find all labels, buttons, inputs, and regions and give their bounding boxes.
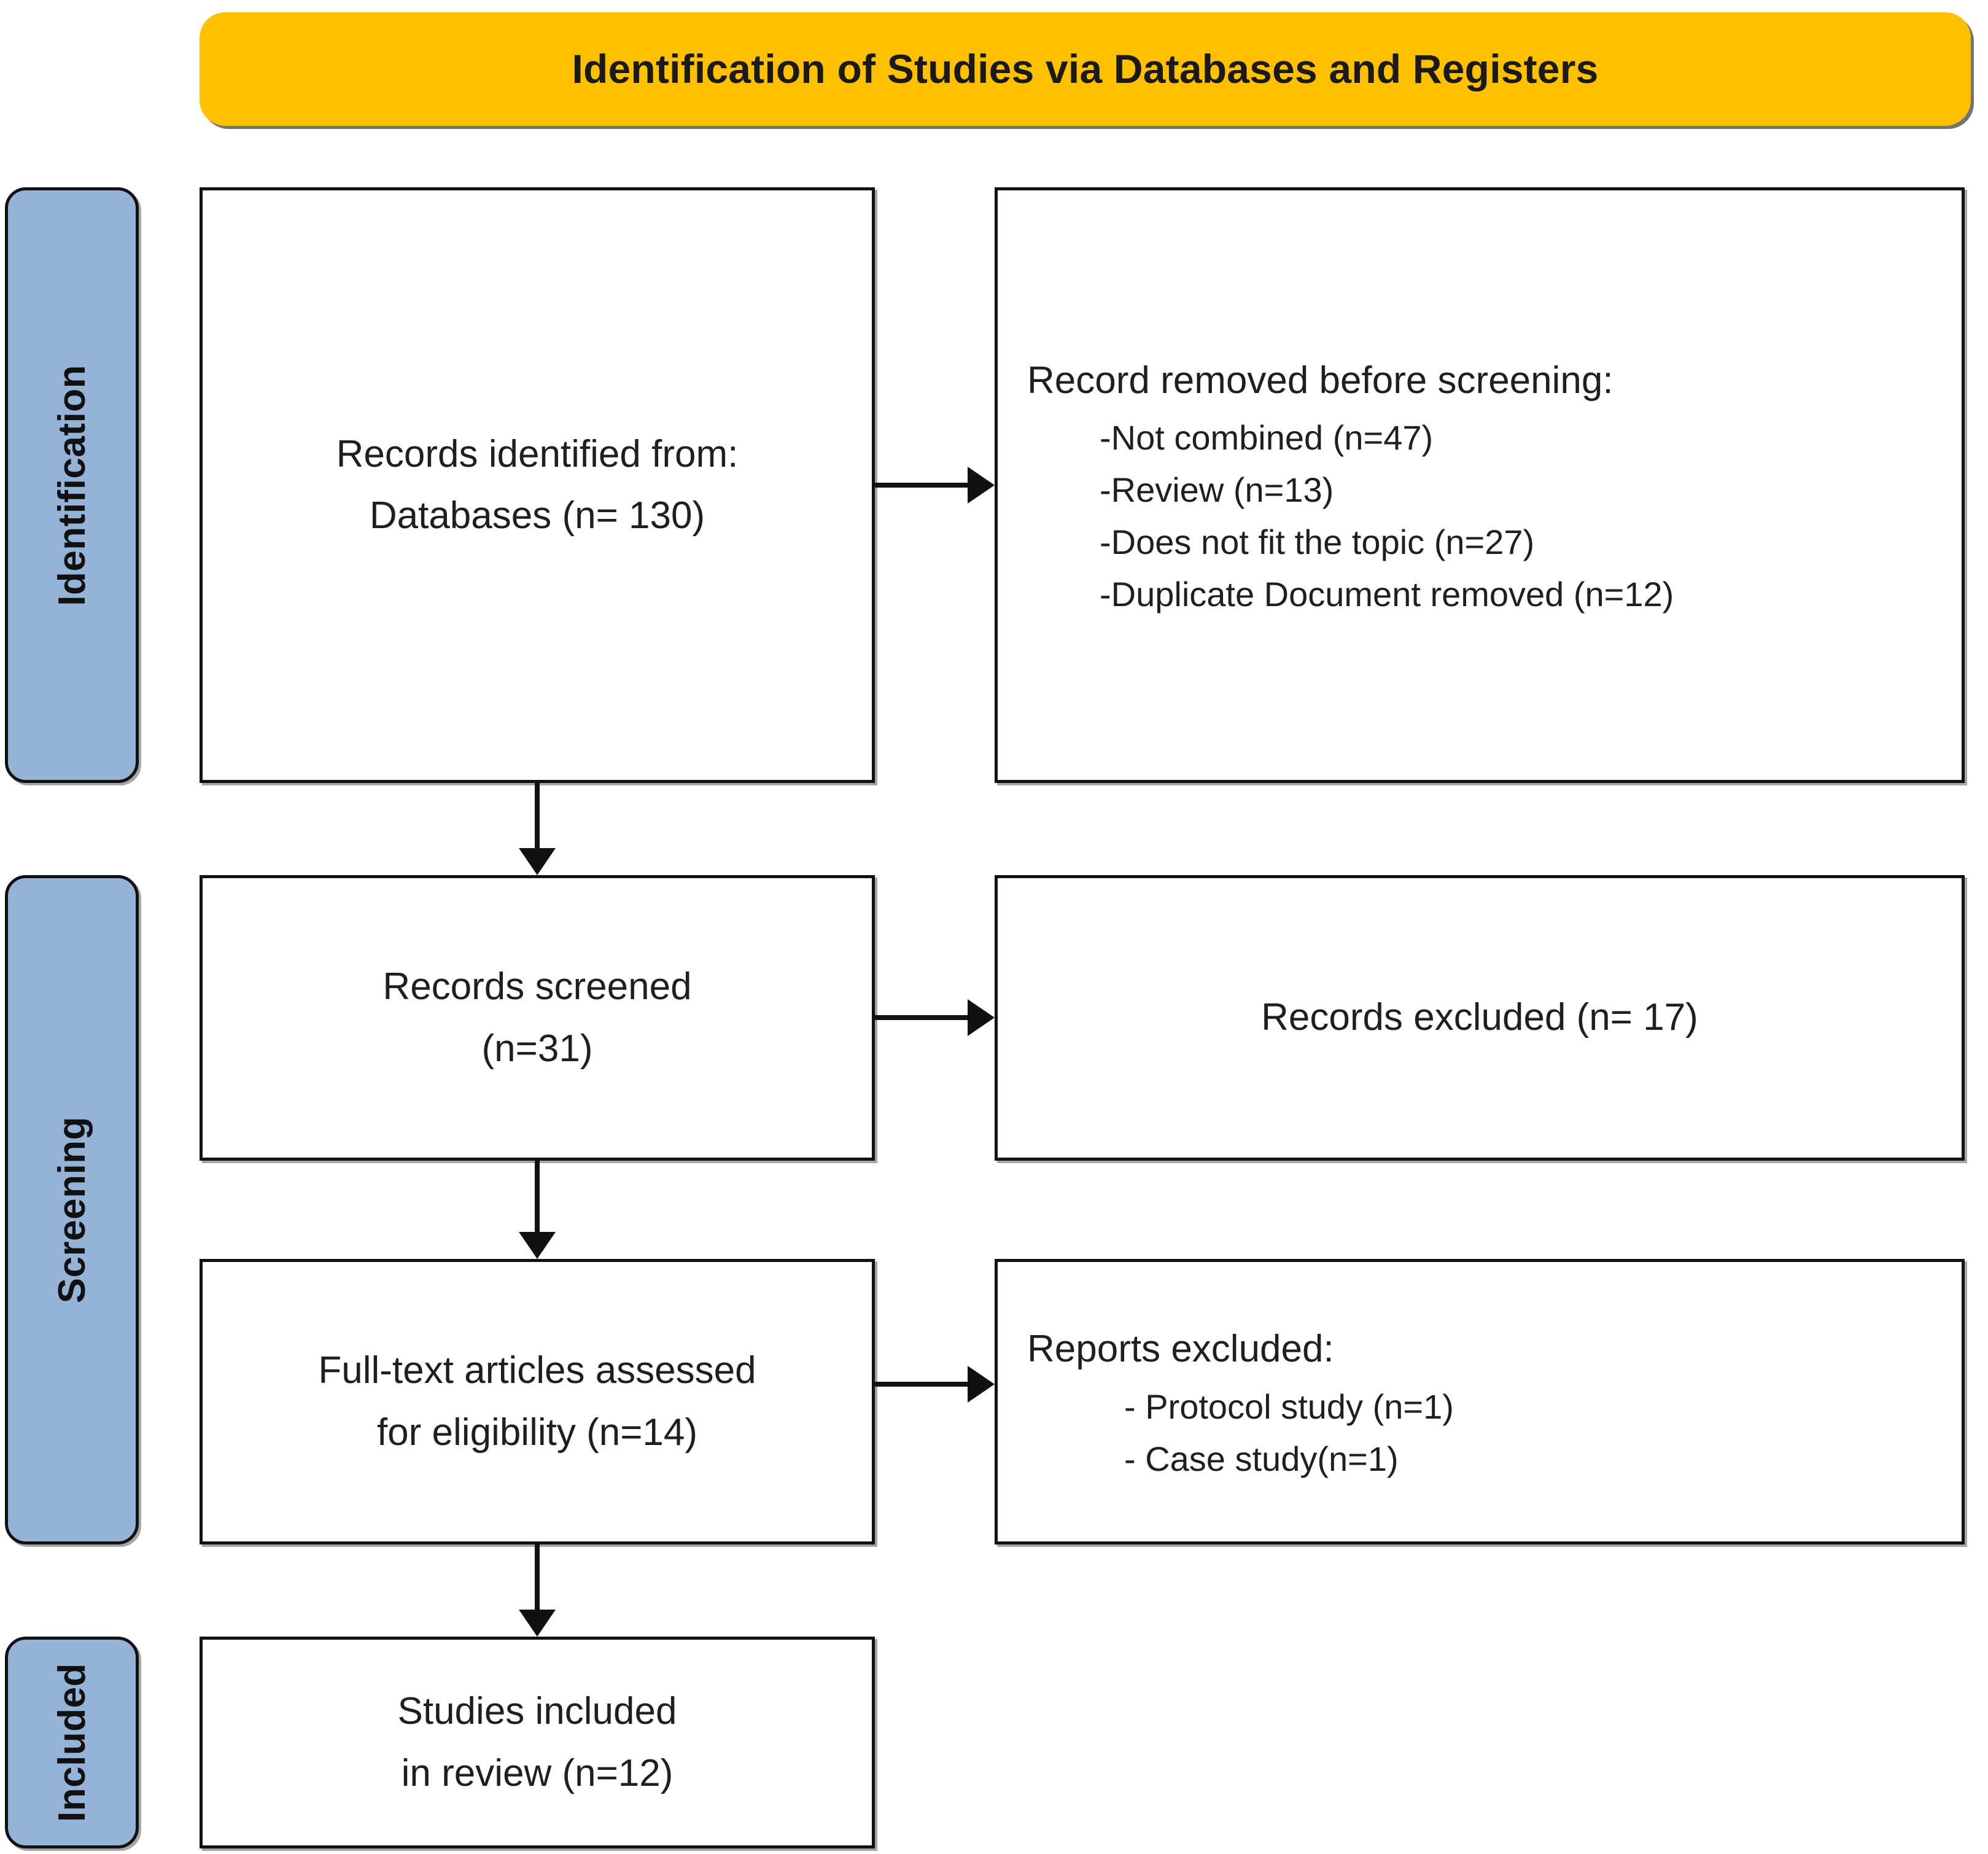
box-records-removed: Record removed before screening: -Not co…	[995, 187, 1965, 783]
box-records-removed-list: -Not combined (n=47) -Review (n=13) -Doe…	[1027, 411, 1674, 620]
list-item: -Review (n=13)	[1100, 470, 1334, 510]
list-item: -Duplicate Document removed (n=12)	[1100, 575, 1674, 614]
box-records-excluded: Records excluded (n= 17)	[995, 875, 1965, 1161]
connector-line	[535, 1544, 540, 1610]
connector-line	[875, 483, 968, 488]
box-records-excluded-line1: Records excluded (n= 17)	[1261, 996, 1698, 1039]
box-fulltext-assessed-line1: Full-text articles assessed	[318, 1349, 756, 1392]
box-records-identified: Records identified from: Databases (n= 1…	[200, 187, 875, 783]
stage-tab-screening: Screening	[5, 875, 139, 1544]
box-studies-included: Studies included in review (n=12)	[200, 1637, 875, 1848]
list-item: -Not combined (n=47)	[1100, 418, 1434, 457]
stage-tab-included-label: Included	[50, 1663, 93, 1822]
connector-line	[875, 1382, 968, 1387]
connector-line	[535, 1161, 540, 1232]
connector-line	[875, 1015, 968, 1020]
box-reports-excluded-heading: Reports excluded:	[1027, 1328, 1334, 1371]
box-fulltext-assessed-line2: for eligibility (n=14)	[376, 1411, 698, 1454]
box-studies-included-line1: Studies included	[397, 1690, 677, 1733]
arrow-right-icon	[968, 467, 995, 504]
box-records-screened-line2: (n=31)	[481, 1027, 593, 1070]
list-item: -Does not fit the topic (n=27)	[1100, 523, 1535, 562]
box-records-identified-line1: Records identified from:	[336, 432, 739, 475]
arrow-right-icon	[968, 999, 995, 1036]
diagram-header-banner: Identification of Studies via Databases …	[200, 12, 1971, 126]
stage-tab-identification: Identification	[5, 187, 139, 783]
list-item: - Protocol study (n=1)	[1124, 1387, 1454, 1426]
box-records-screened-line1: Records screened	[382, 965, 692, 1008]
arrow-down-icon	[519, 848, 556, 875]
arrow-down-icon	[519, 1610, 556, 1637]
box-reports-excluded: Reports excluded: - Protocol study (n=1)…	[995, 1259, 1965, 1544]
list-item: - Case study(n=1)	[1124, 1439, 1399, 1478]
arrow-right-icon	[968, 1366, 995, 1403]
box-fulltext-assessed: Full-text articles assessed for eligibil…	[200, 1259, 875, 1544]
stage-tab-screening-label: Screening	[50, 1116, 93, 1304]
box-reports-excluded-list: - Protocol study (n=1) - Case study(n=1)	[1027, 1381, 1454, 1485]
box-records-identified-line2: Databases (n= 130)	[369, 494, 705, 537]
box-records-removed-heading: Record removed before screening:	[1027, 359, 1613, 402]
stage-tab-included: Included	[5, 1637, 139, 1848]
stage-tab-identification-label: Identification	[50, 364, 93, 606]
arrow-down-icon	[519, 1232, 556, 1259]
page-title: Identification of Studies via Databases …	[572, 46, 1599, 92]
box-records-screened: Records screened (n=31)	[200, 875, 875, 1161]
box-studies-included-line2: in review (n=12)	[401, 1751, 674, 1794]
connector-line	[535, 783, 540, 848]
